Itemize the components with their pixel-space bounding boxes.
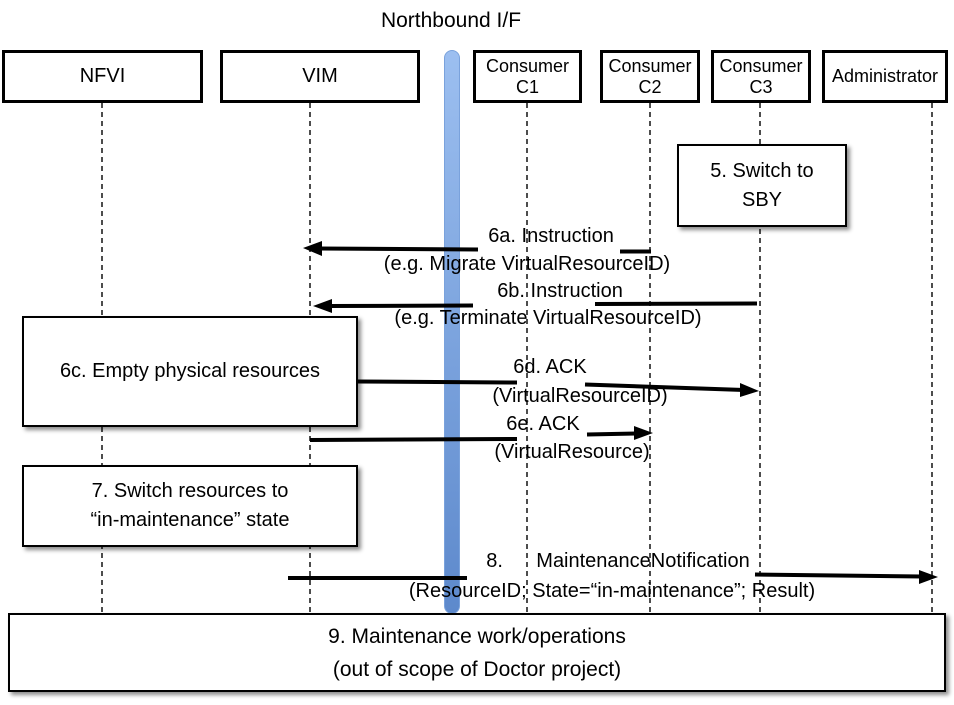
note-empty-physical-resources: 6c. Empty physical resources [22, 316, 358, 427]
note-line: 5. Switch to [710, 159, 814, 182]
actor-label: Consumer [608, 55, 692, 76]
arrowhead-left [313, 299, 332, 313]
actor-label: Consumer [485, 55, 570, 76]
lifeline-consumer-c2 [649, 103, 651, 613]
actor-box-consumer-c1: Consumer C1 [473, 50, 582, 103]
lifeline-consumer-c3 [759, 103, 761, 613]
note-maintenance-work: 9. Maintenance work/operations (out of s… [8, 613, 946, 692]
note-line: “in-maintenance” state [90, 509, 290, 531]
actor-label-line2: C3 [749, 76, 773, 97]
note-switch-to-sby: 5. Switch to SBY [677, 144, 847, 227]
arrowhead-right [740, 383, 759, 397]
message-label-6e: 6e. ACK [506, 413, 580, 435]
actor-label-line2: C1 [515, 76, 539, 97]
actor-box-administrator: Administrator [822, 50, 948, 103]
northbound-if-bar [444, 50, 460, 614]
actor-box-consumer-c2: Consumer C2 [600, 50, 700, 103]
message-param-8: (ResourceID; State=“in-maintenance”; Res… [408, 580, 816, 602]
actor-box-nfvi: NFVI [2, 50, 203, 103]
message-param-6a: (e.g. Migrate VirtualResourceID) [383, 253, 671, 275]
note-line: 9. Maintenance work/operations [328, 624, 626, 648]
message-label-6b: 6b. Instruction [497, 280, 623, 302]
diagram-title: Northbound I/F [380, 9, 522, 32]
actor-label: Administrator [831, 66, 939, 86]
note-line: SBY [741, 188, 783, 211]
lifeline-consumer-c1 [526, 103, 528, 613]
message-arrow-6e [309, 426, 653, 442]
actor-box-vim: VIM [220, 50, 420, 103]
message-label-6d: 6d. ACK [513, 356, 587, 378]
note-switch-resources-in-maintenance: 7. Switch resources to “in-maintenance” … [22, 465, 358, 547]
message-label-6a: 6a. Instruction [488, 225, 614, 247]
actor-label: NFVI [79, 65, 126, 87]
message-param-6e: (VirtualResource) [494, 441, 650, 463]
actor-box-consumer-c3: Consumer C3 [711, 50, 811, 103]
note-line: (out of scope of Doctor project) [332, 657, 622, 681]
arrowhead-right [919, 570, 938, 584]
arrowhead-left [303, 241, 322, 256]
actor-label: VIM [302, 65, 338, 87]
message-param-6d: (VirtualResourceID) [492, 385, 668, 407]
actor-label: Consumer [719, 55, 803, 76]
lifeline-administrator [931, 103, 933, 613]
note-line: 6c. Empty physical resources [59, 360, 321, 382]
message-param-6b: (e.g. Terminate VirtualResourceID) [394, 307, 702, 329]
message-label-8: 8. MaintenanceNotification [486, 550, 750, 572]
actor-label-line2: C2 [638, 76, 662, 97]
note-line: 7. Switch resources to [91, 480, 289, 502]
